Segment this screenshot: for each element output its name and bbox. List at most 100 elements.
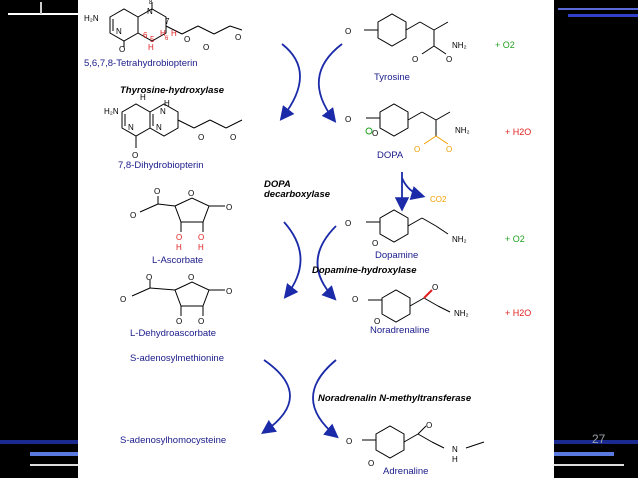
arrow-dopamine-to-noradrenaline: [316, 225, 337, 301]
svg-text:N: N: [452, 445, 458, 454]
dopa-carboxyl: [423, 135, 449, 145]
svg-text:8: 8: [149, 0, 153, 6]
bottom-left-line: [30, 464, 78, 466]
enzyme-dopamine-hydroxylase: Dopamine-hydroxylase: [312, 265, 417, 276]
h2o-plus-2: + H2O: [505, 308, 531, 318]
bottom-left-bar-2: [30, 452, 78, 456]
enzyme-dopa-decarboxylase: DOPA decarboxylase: [264, 179, 331, 200]
h2o-plus-1: + H2O: [505, 127, 531, 137]
bottom-right-bar-2: [554, 452, 614, 456]
svg-text:O: O: [346, 437, 352, 446]
label-sah: S-adenosylhomocysteine: [120, 435, 227, 446]
label-dopa: DOPA: [377, 150, 404, 161]
svg-text:N: N: [128, 123, 134, 132]
bh2-structure: [121, 103, 243, 148]
arrow-bh4-to-bh2: [279, 43, 301, 121]
label-l-ascorbate: L-Ascorbate: [152, 255, 204, 266]
svg-text:NH₂: NH₂: [452, 41, 467, 50]
svg-text:H: H: [171, 29, 177, 38]
arrow-noradrenaline-to-adrenaline: [312, 359, 339, 439]
label-tyrosine: Tyrosine: [374, 72, 410, 83]
bottom-right-bar-1: [554, 440, 638, 444]
o2-plus-2: + O2: [505, 234, 525, 244]
svg-text:NH₂: NH₂: [454, 309, 469, 318]
svg-text:O: O: [130, 211, 136, 220]
dopa-orange-atoms: OO: [414, 145, 452, 154]
svg-text:O: O: [188, 273, 194, 282]
svg-text:O: O: [119, 45, 125, 54]
o2-plus-1: + O2: [495, 40, 515, 50]
label-bh4: 5,6,7,8-Tetrahydrobiopterin: [84, 58, 198, 69]
dopamine-structure: [366, 209, 449, 243]
svg-text:O: O: [345, 27, 351, 36]
ascorbate-structure: [139, 196, 225, 232]
dopa-new-oh-marker: [365, 127, 373, 135]
top-left-tick: [40, 2, 42, 14]
arrow-sam-to-sah: [261, 359, 291, 435]
svg-text:O: O: [226, 287, 232, 296]
diagram-panel: [78, 0, 554, 478]
svg-text:O: O: [345, 219, 351, 228]
arrow-co2-release: [401, 177, 426, 200]
label-l-dehydroascorbate: L-Dehydroascorbate: [130, 328, 217, 339]
svg-text:O: O: [412, 55, 418, 64]
arrow-tyrosine-to-dopa: [318, 43, 343, 123]
svg-text:O: O: [188, 189, 194, 198]
svg-text:H: H: [160, 29, 166, 38]
adrenaline-structure: [362, 425, 485, 459]
bh4-structure: [109, 2, 243, 47]
svg-text:O: O: [176, 233, 182, 242]
dopa-structure: [366, 103, 451, 137]
svg-text:H₂N: H₂N: [84, 14, 99, 23]
svg-text:H: H: [164, 99, 170, 108]
arrow-ascorbate-to-dehydro: [283, 221, 302, 299]
svg-text:O: O: [184, 35, 190, 44]
dehydroascorbate-structure: [131, 280, 225, 316]
svg-text:O: O: [226, 203, 232, 212]
svg-text:N: N: [160, 107, 166, 116]
top-right-line-2: [568, 14, 638, 17]
svg-text:NH₂: NH₂: [455, 126, 470, 135]
top-right-line-1: [558, 8, 638, 10]
noradrenaline-atoms: O O O NH₂: [352, 283, 469, 326]
svg-text:O: O: [426, 421, 432, 430]
svg-text:6: 6: [143, 31, 148, 40]
reaction-arrows: [261, 43, 426, 439]
enzyme-noradrenalin-methyltransferase: Noradrenalin N-methyltransferase: [318, 393, 472, 404]
svg-text:H: H: [140, 93, 146, 102]
svg-text:O: O: [198, 317, 204, 326]
noradrenaline-structure: [368, 289, 451, 323]
svg-text:O: O: [120, 295, 126, 304]
svg-text:O: O: [230, 133, 236, 142]
svg-text:O: O: [446, 145, 452, 154]
svg-text:O: O: [176, 317, 182, 326]
enzyme-tyrosine-hydroxylase: Thyrosine-hydroxylase: [120, 85, 225, 96]
svg-text:O: O: [352, 295, 358, 304]
adrenaline-atoms: OOO NH: [346, 421, 458, 468]
svg-text:O: O: [372, 239, 378, 248]
noradrenaline-new-oh-bond: [423, 289, 433, 299]
svg-text:NH₂: NH₂: [452, 235, 467, 244]
svg-text:O: O: [198, 133, 204, 142]
svg-text:N: N: [147, 7, 153, 16]
dopamine-atoms: O O NH₂: [345, 219, 467, 248]
svg-text:O: O: [154, 187, 160, 196]
svg-text:O: O: [374, 317, 380, 326]
svg-text:O: O: [235, 33, 241, 42]
label-noradrenaline: Noradrenaline: [370, 325, 430, 336]
label-sam: S-adenosylmethionine: [130, 353, 225, 364]
svg-text:N: N: [156, 123, 162, 132]
bottom-right-line: [554, 464, 624, 466]
svg-text:O: O: [432, 283, 438, 292]
svg-text:H: H: [176, 243, 182, 252]
svg-text:O: O: [345, 115, 351, 124]
ascorbate-atoms: O O O O: [130, 187, 232, 220]
svg-text:N: N: [116, 27, 122, 36]
bottom-left-bar-1: [0, 440, 78, 444]
